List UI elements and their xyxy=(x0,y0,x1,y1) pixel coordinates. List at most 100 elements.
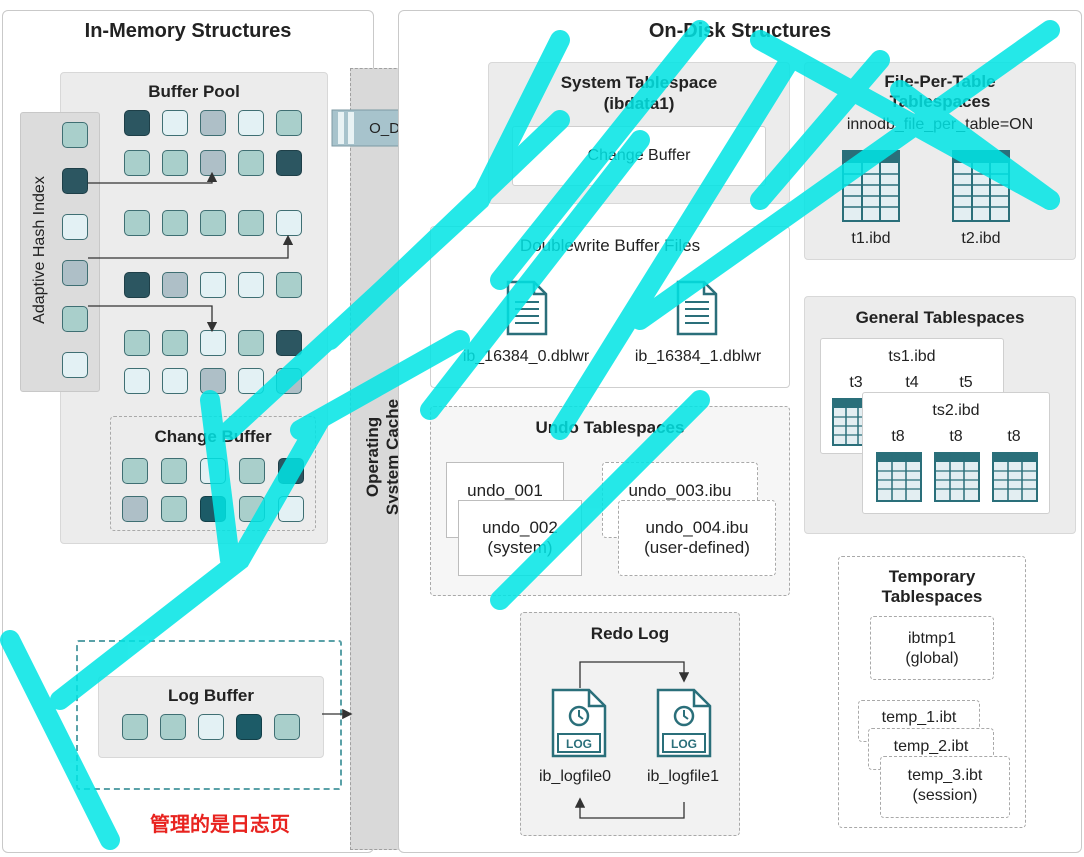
log-buffer-note: 管理的是日志页 xyxy=(150,814,290,836)
page-cell xyxy=(124,330,150,356)
ibtmp1-label: ibtmp1 (global) xyxy=(870,629,994,669)
undo-001-label: undo_001 xyxy=(467,481,543,500)
page-cell xyxy=(62,260,88,286)
temp-1-label: temp_1.ibt xyxy=(881,709,957,726)
file-per-table-title-line1: File-Per-Table xyxy=(884,72,996,91)
file-per-table-title-line2: Tablespaces xyxy=(889,92,991,111)
temp-3-sub: (session) xyxy=(912,787,978,804)
system-tablespace-title-line2: (ibdata1) xyxy=(603,94,675,113)
file-per-table-title: File-Per-Table Tablespaces xyxy=(804,72,1076,112)
page-cell xyxy=(124,150,150,176)
page-cell xyxy=(62,306,88,332)
undo-002-label: undo_002 (system) xyxy=(458,518,582,558)
ts2-ibd-label: ts2.ibd xyxy=(932,402,980,419)
os-cache-label-line1: Operating xyxy=(363,416,382,498)
page-cell xyxy=(162,150,188,176)
table-icon xyxy=(876,452,922,502)
undo-tablespaces-title: Undo Tablespaces xyxy=(535,418,685,437)
change-buffer-disk-label: Change Buffer xyxy=(587,147,691,164)
page-cell xyxy=(124,272,150,298)
redo-log-title: Redo Log xyxy=(590,624,670,643)
ts2-table-t8: t8 xyxy=(949,428,963,445)
temporary-title-line1: Temporary xyxy=(888,567,976,586)
temp-2-label: temp_2.ibt xyxy=(893,738,969,755)
page-cell xyxy=(62,214,88,240)
page-cell xyxy=(62,168,88,194)
dblwr1-label: ib_16384_1.dblwr xyxy=(634,348,762,365)
table-icon xyxy=(952,150,1010,222)
page-cell xyxy=(239,458,265,484)
page-cell xyxy=(239,496,265,522)
table-icon xyxy=(842,150,900,222)
page-cell xyxy=(278,496,304,522)
page-cell xyxy=(124,210,150,236)
undo-004-label: undo_004.ibu (user-defined) xyxy=(618,518,776,558)
temp-3-label: temp_3.ibt (session) xyxy=(880,766,1010,806)
logfile0-label: ib_logfile0 xyxy=(538,768,612,785)
redo-cycle-arrows xyxy=(574,661,690,819)
file-icon xyxy=(676,280,718,336)
t1-ibd-label: t1.ibd xyxy=(851,230,891,247)
undo-004-name: undo_004.ibu xyxy=(645,518,749,537)
page-cell xyxy=(124,368,150,394)
file-icon xyxy=(506,280,548,336)
undo-002-name: undo_002 xyxy=(482,518,558,537)
file-per-table-option: innodb_file_per_table=ON xyxy=(846,116,1034,133)
log-file-icon xyxy=(656,688,712,758)
ibtmp1-sub: (global) xyxy=(905,650,959,667)
doublewrite-title: Doublewrite Buffer Files xyxy=(519,236,701,255)
page-cell xyxy=(236,714,262,740)
undo-003-label: undo_003.ibu xyxy=(628,481,732,500)
page-cell xyxy=(122,496,148,522)
page-cell xyxy=(122,714,148,740)
page-cell xyxy=(160,714,186,740)
table-icon xyxy=(934,452,980,502)
ibtmp1-name: ibtmp1 xyxy=(907,630,957,647)
log-icon-text: LOG xyxy=(671,737,697,751)
undo-004-sub: (user-defined) xyxy=(644,538,750,557)
ts1-ibd-label: ts1.ibd xyxy=(888,348,936,365)
system-tablespace-title-line1: System Tablespace xyxy=(560,73,718,92)
ts2-table-t8: t8 xyxy=(1007,428,1021,445)
page-cell xyxy=(162,110,188,136)
page-cell xyxy=(162,272,188,298)
page-cell xyxy=(278,458,304,484)
ts1-table-t5: t5 xyxy=(959,374,973,391)
page-cell xyxy=(200,496,226,522)
log-buffer-title: Log Buffer xyxy=(168,686,254,705)
ts2-table-t8: t8 xyxy=(891,428,905,445)
temporary-tablespaces xyxy=(838,556,1026,828)
page-cell xyxy=(161,458,187,484)
temp-3-name: temp_3.ibt xyxy=(907,767,983,784)
ts1-table-t4: t4 xyxy=(905,374,919,391)
page-cell xyxy=(198,714,224,740)
log-icon-text: LOG xyxy=(566,737,592,751)
page-cell xyxy=(122,458,148,484)
buffer-pool-title: Buffer Pool xyxy=(148,82,240,101)
on-disk-title: On-Disk Structures xyxy=(648,20,832,42)
general-tablespaces-title: General Tablespaces xyxy=(855,308,1025,327)
hash-index-arrows xyxy=(88,171,294,333)
page-cell xyxy=(124,110,150,136)
page-cell xyxy=(62,122,88,148)
logfile1-label: ib_logfile1 xyxy=(646,768,720,785)
table-icon xyxy=(992,452,1038,502)
page-cell xyxy=(274,714,300,740)
ts1-table-t3: t3 xyxy=(849,374,863,391)
dblwr0-label: ib_16384_0.dblwr xyxy=(462,348,590,365)
page-cell xyxy=(162,210,188,236)
page-cell xyxy=(161,496,187,522)
t2-ibd-label: t2.ibd xyxy=(961,230,1001,247)
ibtmp1 xyxy=(870,616,994,680)
system-tablespace-title: System Tablespace (ibdata1) xyxy=(488,72,790,114)
temporary-tablespaces-title: Temporary Tablespaces xyxy=(838,567,1026,607)
page-cell xyxy=(62,352,88,378)
page-cell xyxy=(162,368,188,394)
undo-002-sub: (system) xyxy=(487,538,553,557)
adaptive-hash-index xyxy=(20,112,100,392)
page-cell xyxy=(200,458,226,484)
page-cell xyxy=(162,330,188,356)
temporary-title-line2: Tablespaces xyxy=(881,587,983,606)
os-cache-label: Operating System Cache xyxy=(363,357,403,557)
change-buffer-memory-title: Change Buffer xyxy=(154,427,272,446)
